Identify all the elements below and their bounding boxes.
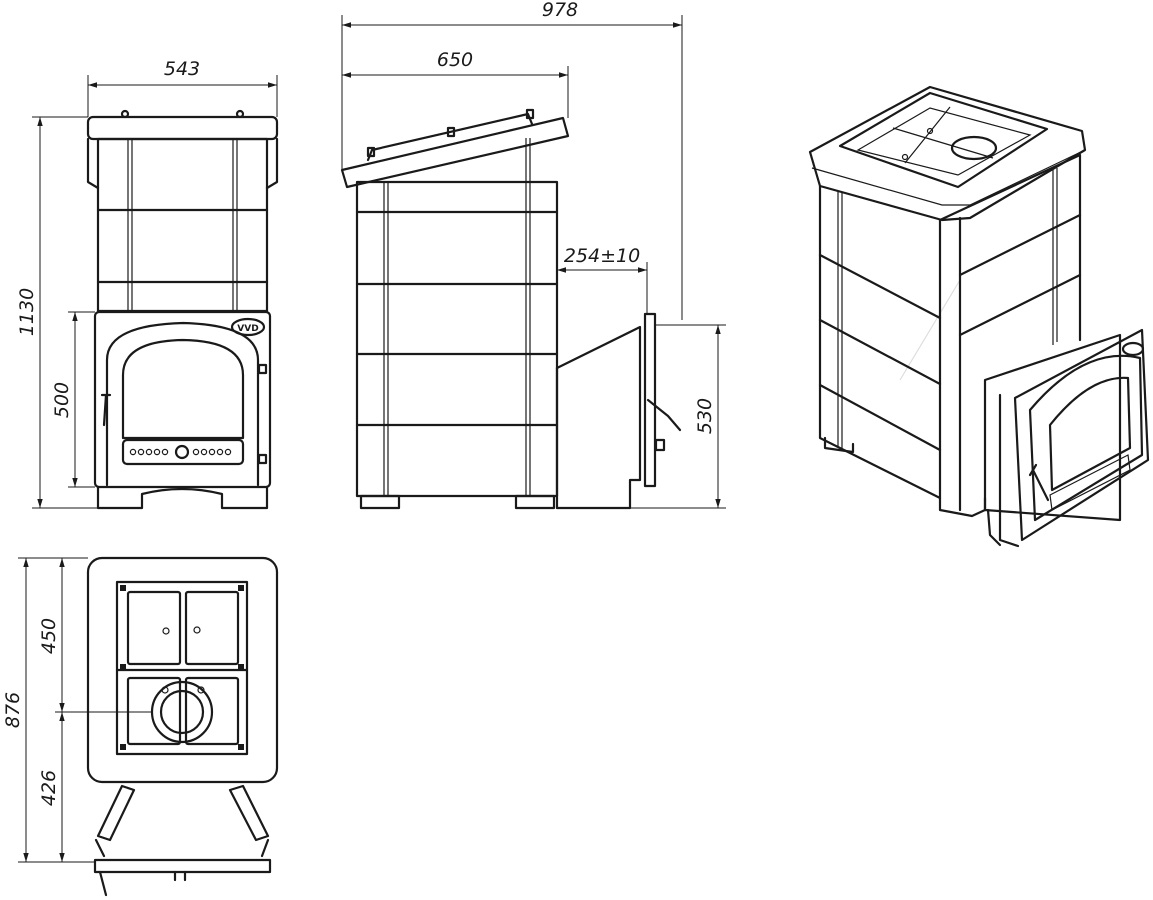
dimension-labels: 543 978 650 254±10 1130 500 530 876 450 … <box>2 0 716 806</box>
draft-vent <box>129 444 232 460</box>
brand-badge: VVD <box>230 317 266 337</box>
dim-876: 876 <box>2 692 24 728</box>
isometric-view <box>808 85 1150 548</box>
svg-text:VVD: VVD <box>237 324 258 334</box>
dim-500: 500 <box>51 382 73 418</box>
side-view <box>340 108 682 510</box>
dim-978: 978 <box>542 0 578 21</box>
dim-543: 543 <box>164 58 200 80</box>
dim-450: 450 <box>38 618 60 654</box>
dim-650: 650 <box>437 49 473 71</box>
dim-254: 254±10 <box>564 245 640 267</box>
top-view <box>86 556 279 897</box>
front-view: VVD <box>86 109 279 510</box>
dim-1130: 1130 <box>16 288 38 336</box>
dim-530: 530 <box>694 398 716 434</box>
dim-426: 426 <box>38 770 60 806</box>
dimension-lines <box>18 15 726 863</box>
